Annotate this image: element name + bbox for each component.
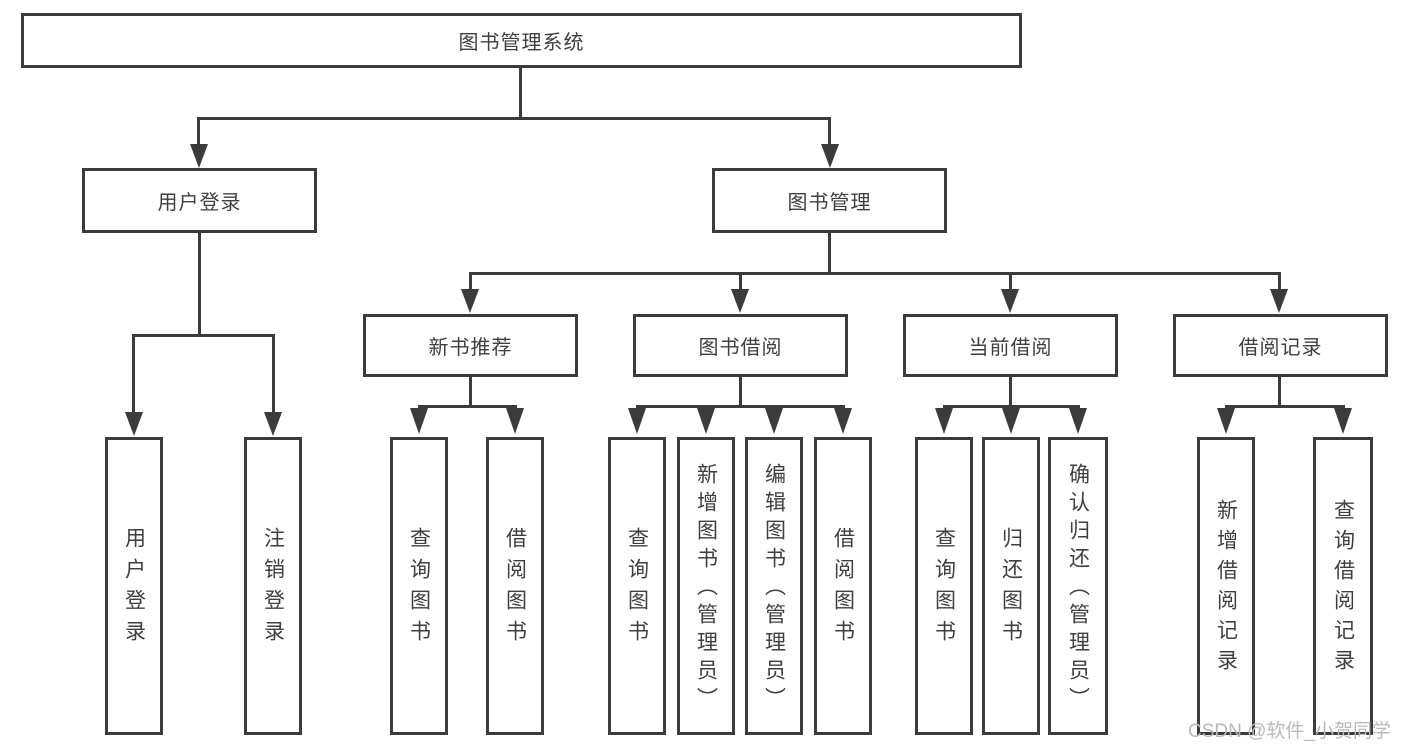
leaf-query-books-2: 查询图书 (608, 437, 666, 735)
leaf-borrow-books-1: 借阅图书 (486, 437, 544, 735)
leaf-edit-book-admin: 编辑图书（管理员） (745, 437, 803, 735)
arrowhead-query-books-2 (628, 408, 646, 434)
connector-book-borrow-down (739, 375, 742, 408)
arrowhead-book-mgmt (821, 144, 839, 168)
connector-new-book-branch (418, 405, 517, 408)
leaf-add-book-admin: 新增图书（管理员） (677, 437, 735, 735)
connector-current-borrow-down (1009, 375, 1012, 408)
leaf-query-borrow-record-label: 查询借阅记录 (1331, 499, 1355, 679)
leaf-confirm-return-admin-label: 确认归还（管理员） (1066, 463, 1090, 715)
leaf-logout-label: 注销登录 (261, 527, 285, 651)
arrowhead-edit-book (765, 408, 783, 434)
connector-leaf-logout-stem (272, 334, 275, 414)
connector-user-login-stem (197, 117, 200, 147)
leaf-user-login-label: 用户登录 (122, 527, 146, 651)
connector-root-stem (519, 66, 522, 120)
node-book-borrow: 图书借阅 (633, 314, 848, 377)
leaf-query-books-2-label: 查询图书 (625, 527, 649, 651)
leaf-return-book-label: 归还图书 (999, 527, 1023, 651)
arrowhead-query-borrow-record (1334, 408, 1352, 434)
arrowhead-return-book (1002, 408, 1020, 434)
leaf-confirm-return-admin: 确认归还（管理员） (1048, 437, 1108, 735)
node-current-borrow: 当前借阅 (903, 314, 1118, 377)
connector-book-mgmt-down (828, 231, 831, 275)
arrowhead-add-book (697, 408, 715, 434)
node-book-borrow-label: 图书借阅 (698, 337, 783, 359)
connector-borrow-record-branch (1225, 405, 1345, 408)
connector-current-borrow-stem (1009, 272, 1012, 291)
leaf-user-login: 用户登录 (105, 437, 163, 735)
leaf-query-books-1-label: 查询图书 (407, 527, 431, 651)
leaf-borrow-books-2-label: 借阅图书 (831, 527, 855, 651)
node-book-management: 图书管理 (712, 168, 947, 233)
leaf-add-borrow-record-label: 新增借阅记录 (1214, 499, 1238, 679)
node-user-login: 用户登录 (82, 168, 317, 233)
connector-new-book-down (469, 375, 472, 408)
arrowhead-query-books-3 (935, 408, 953, 434)
connector-leaf-user-login-stem (132, 334, 135, 414)
arrowhead-new-book (461, 289, 479, 313)
arrowhead-leaf-user-login (125, 412, 143, 436)
connector-borrow-record-stem (1278, 272, 1281, 291)
leaf-query-books-3-label: 查询图书 (932, 527, 956, 651)
leaf-query-books-3: 查询图书 (915, 437, 973, 735)
connector-borrow-record-down (1278, 375, 1281, 408)
leaf-borrow-books-1-label: 借阅图书 (503, 527, 527, 651)
node-root: 图书管理系统 (21, 13, 1022, 68)
connector-book-borrow-stem (739, 272, 742, 291)
leaf-query-books-1: 查询图书 (390, 437, 448, 735)
csdn-watermark: CSDN @软件_小贺同学 (1188, 721, 1391, 742)
leaf-add-book-admin-label: 新增图书（管理员） (694, 463, 718, 715)
arrowhead-book-borrow (731, 289, 749, 313)
arrowhead-borrow-books-1 (506, 408, 524, 434)
node-new-book-recommend: 新书推荐 (363, 314, 578, 377)
arrowhead-borrow-books-2 (834, 408, 852, 434)
arrowhead-borrow-record (1270, 289, 1288, 313)
arrowhead-add-borrow-record (1217, 408, 1235, 434)
connector-current-borrow-branch (943, 405, 1080, 408)
leaf-query-borrow-record: 查询借阅记录 (1313, 437, 1373, 735)
node-root-label: 图书管理系统 (458, 32, 585, 54)
node-borrow-records: 借阅记录 (1173, 314, 1388, 377)
connector-book-mgmt-branch (469, 272, 1281, 275)
connector-root-branch (197, 117, 831, 120)
connector-user-login-branch (132, 334, 275, 337)
leaf-edit-book-admin-label: 编辑图书（管理员） (762, 463, 786, 715)
arrowhead-user-login (190, 144, 208, 168)
node-borrow-records-label: 借阅记录 (1238, 337, 1323, 359)
arrowhead-current-borrow (1001, 289, 1019, 313)
connector-book-mgmt-stem (828, 117, 831, 147)
leaf-add-borrow-record: 新增借阅记录 (1197, 437, 1255, 735)
arrowhead-confirm-return (1069, 408, 1087, 434)
connector-new-book-stem (469, 272, 472, 291)
leaf-return-book: 归还图书 (982, 437, 1040, 735)
arrowhead-query-books-1 (410, 408, 428, 434)
node-book-management-label: 图书管理 (787, 192, 872, 214)
leaf-logout: 注销登录 (244, 437, 302, 735)
node-user-login-label: 用户登录 (157, 192, 242, 214)
connector-user-login-down (198, 231, 201, 337)
connector-book-borrow-branch (636, 405, 845, 408)
leaf-borrow-books-2: 借阅图书 (814, 437, 872, 735)
node-new-book-recommend-label: 新书推荐 (428, 337, 513, 359)
arrowhead-leaf-logout (264, 412, 282, 436)
node-current-borrow-label: 当前借阅 (968, 337, 1053, 359)
